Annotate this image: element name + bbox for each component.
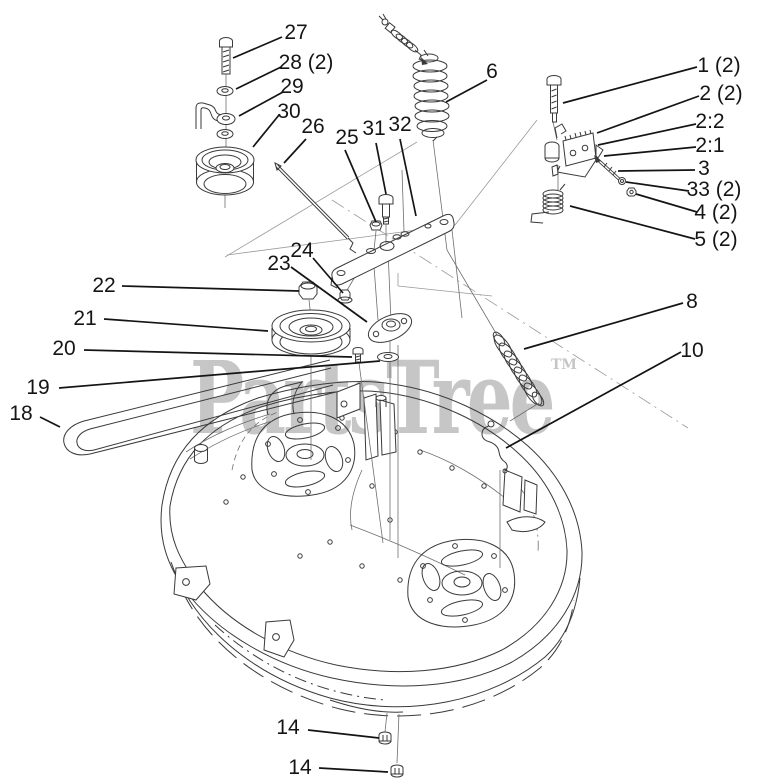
idler-bar-32-part xyxy=(331,214,454,288)
bolt-27-part xyxy=(220,38,233,75)
washer-28-part xyxy=(217,87,233,96)
callout-label: 27 xyxy=(284,21,308,44)
callout-label: 22 xyxy=(92,274,116,297)
left-spindle-plate xyxy=(252,412,355,496)
spring-8-part xyxy=(491,330,546,421)
callout-label: 24 xyxy=(290,239,314,262)
leader-line xyxy=(233,37,282,58)
callout-label: 14 xyxy=(288,756,312,779)
callout-label: 1 (2) xyxy=(697,54,741,77)
callout-label: 2:1 xyxy=(695,134,725,157)
callout-label: 32 xyxy=(388,113,412,136)
idler-pulley-21-part xyxy=(272,310,350,356)
leader-line xyxy=(308,730,379,738)
mower-deck xyxy=(161,382,582,716)
drive-belt-part xyxy=(64,360,336,455)
right-spindle-plate xyxy=(408,539,515,626)
callout-label: 2:2 xyxy=(695,110,725,133)
belt-guide-pin xyxy=(195,445,208,464)
callout-label: 20 xyxy=(52,337,76,360)
callout-label: 31 xyxy=(362,117,386,140)
idler-arm-29-part xyxy=(196,103,235,129)
leader-line xyxy=(40,417,60,427)
leader-line xyxy=(636,194,697,212)
callout-label: 6 xyxy=(486,60,498,83)
callout-label: 30 xyxy=(277,100,301,123)
callout-label: 21 xyxy=(73,307,97,330)
callout-label: 14 xyxy=(276,716,300,739)
leader-line xyxy=(400,139,416,216)
leader-line xyxy=(291,267,367,322)
leader-line xyxy=(104,319,268,331)
nut-25-part xyxy=(370,221,382,230)
leader-line xyxy=(239,92,283,116)
leader-line xyxy=(570,206,695,239)
spring-5-part xyxy=(531,184,565,223)
leader-line xyxy=(376,143,386,194)
hanger-brackets xyxy=(174,566,294,657)
leader-line xyxy=(313,258,343,293)
callout-label: 3 xyxy=(698,157,710,180)
callout-label: 2 (2) xyxy=(699,82,743,105)
leader-line xyxy=(597,96,699,133)
nut-4-part xyxy=(627,188,636,196)
leader-line xyxy=(604,147,696,156)
bolt-14b-part xyxy=(391,765,403,777)
bolt-20-part xyxy=(353,348,363,363)
nut-24-part xyxy=(338,290,352,303)
rod-3-part xyxy=(594,155,619,179)
bolt-31-part xyxy=(379,195,393,225)
spring-link-top-part xyxy=(379,14,428,65)
callout-label: 10 xyxy=(680,339,704,362)
callout-label: 4 (2) xyxy=(694,201,738,224)
callout-label: 28 (2) xyxy=(278,51,334,74)
leader-line xyxy=(345,150,376,222)
callout-label: 29 xyxy=(280,75,304,98)
leader-line xyxy=(284,139,306,163)
deck-brackets-center xyxy=(337,383,396,460)
callout-label: 19 xyxy=(26,376,50,399)
leader-line xyxy=(253,115,279,147)
leader-line xyxy=(319,768,388,772)
nut-22-part xyxy=(299,282,317,299)
leader-line xyxy=(446,80,487,102)
callout-label: 5 (2) xyxy=(694,228,738,251)
link-10-part xyxy=(482,421,507,473)
leader-line xyxy=(84,350,352,357)
bracket-2-part xyxy=(545,124,603,177)
trademark-symbol: TM xyxy=(551,357,577,373)
callout-label: 25 xyxy=(335,126,359,149)
leader-line xyxy=(563,67,697,103)
leader-line xyxy=(122,286,299,291)
spring-6-part xyxy=(413,50,449,141)
washer-33-part xyxy=(619,178,626,185)
callout-label: 33 (2) xyxy=(686,178,742,201)
leader-line xyxy=(236,67,281,89)
deck-brackets-right xyxy=(503,470,545,532)
callout-label: 26 xyxy=(301,115,325,138)
callout-label: 23 xyxy=(267,252,291,275)
leader-line xyxy=(626,182,689,191)
washer-19-part xyxy=(378,353,399,362)
leader-line xyxy=(524,303,683,349)
rod-26-part xyxy=(275,163,356,253)
callout-label: 18 xyxy=(9,402,33,425)
carrier-23-part xyxy=(364,308,416,349)
detail-boundary-lines xyxy=(225,120,688,428)
bolt-14a-part xyxy=(379,732,391,744)
leader-line xyxy=(59,361,380,388)
leader-line xyxy=(506,352,681,448)
callout-label: 8 xyxy=(686,290,698,313)
leader-lines xyxy=(40,37,699,772)
idler-pulley-30-part xyxy=(196,147,254,195)
washer-29b-part xyxy=(217,130,233,139)
leader-line xyxy=(598,124,696,145)
leader-line xyxy=(618,170,695,171)
bolt-1-part xyxy=(547,76,561,123)
